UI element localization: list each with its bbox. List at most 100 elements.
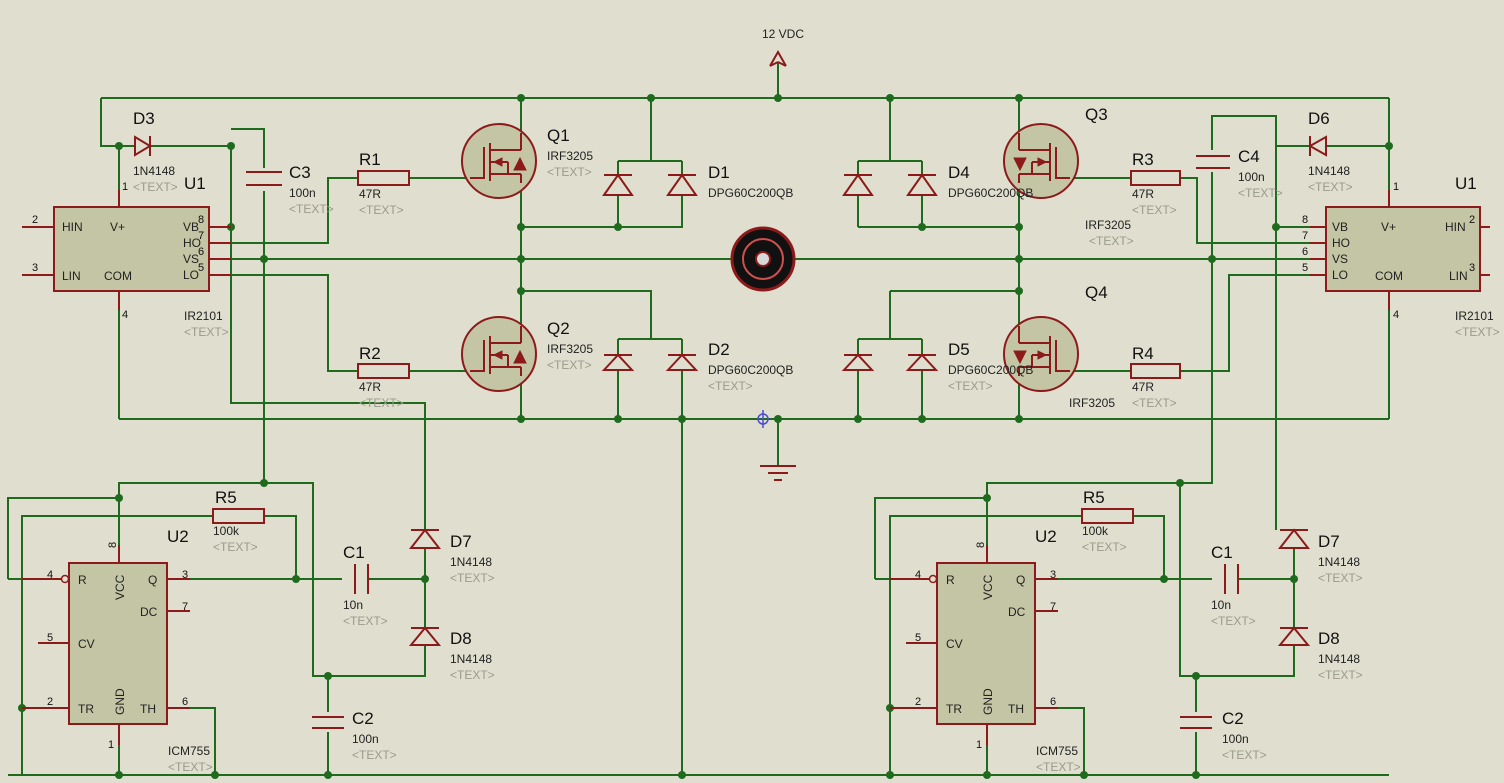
pin-number: 5 xyxy=(1302,262,1308,274)
text-placeholder: <TEXT> xyxy=(1082,540,1127,554)
diode-ref: D6 xyxy=(1308,109,1330,128)
mosfet-q2[interactable]: Q2 IRF3205 <TEXT> xyxy=(461,316,593,392)
chip-value: ICM755 xyxy=(1036,744,1078,758)
pin-number: 3 xyxy=(32,262,38,274)
capacitor-c4[interactable]: C4 100n <TEXT> xyxy=(1196,147,1283,200)
resistor-ref: R5 xyxy=(215,488,237,507)
capacitor-ref: C1 xyxy=(1211,543,1233,562)
probe-marker xyxy=(757,410,769,428)
resistor-r3[interactable]: R3 47R <TEXT> xyxy=(1130,150,1181,217)
pin-number: 6 xyxy=(198,246,204,258)
text-placeholder: <TEXT> xyxy=(1455,325,1500,339)
diode-value: DPG60C200QB xyxy=(708,363,793,377)
capacitor-c1-right[interactable]: C1 10n <TEXT> xyxy=(1211,543,1256,628)
resistor-value: 47R xyxy=(1132,380,1154,394)
pin-number: 8 xyxy=(107,542,119,548)
capacitor-c2-left[interactable]: C2 100n <TEXT> xyxy=(312,709,397,762)
diode-value: 1N4148 xyxy=(133,164,175,178)
capacitor-c2-right[interactable]: C2 100n <TEXT> xyxy=(1180,709,1267,762)
pin-number: 6 xyxy=(182,696,188,708)
text-placeholder: <TEXT> xyxy=(1089,234,1134,248)
text-placeholder: <TEXT> xyxy=(1036,760,1081,774)
resistor-r2[interactable]: R2 47R <TEXT> xyxy=(357,344,410,410)
text-placeholder: <TEXT> xyxy=(450,668,495,682)
pin-number: 6 xyxy=(1302,246,1308,258)
mosfet-q3[interactable]: Q3 IRF3205 <TEXT> xyxy=(1003,105,1134,248)
capacitor-c3[interactable]: C3 100n <TEXT> xyxy=(246,163,334,216)
diode-d7-left[interactable]: D7 1N4148 <TEXT> xyxy=(408,528,495,585)
diode-d4[interactable]: D4 DPG60C200QB xyxy=(842,163,1033,200)
diode-ref: D3 xyxy=(133,109,155,128)
chip-value: ICM755 xyxy=(168,744,210,758)
timer-u2-left[interactable]: U2 4 8 3 7 5 2 1 6 R VCC Q DC CV TR GND … xyxy=(22,527,213,774)
ground-symbol[interactable] xyxy=(760,465,796,481)
diode-d8-right[interactable]: D8 1N4148 <TEXT> xyxy=(1277,626,1363,682)
diode-d8-left[interactable]: D8 1N4148 <TEXT> xyxy=(408,626,495,682)
pin-label: TH xyxy=(140,702,156,716)
mosfet-q4[interactable]: Q4 IRF3205 xyxy=(1003,283,1115,410)
pin-label: LIN xyxy=(62,269,81,283)
text-placeholder: <TEXT> xyxy=(352,748,397,762)
capacitor-value: 100n xyxy=(289,186,316,200)
timer-u2-right[interactable]: U2 4 8 3 7 5 2 1 6 R VCC Q DC CV TR GND … xyxy=(890,527,1081,774)
chip-value: IR2101 xyxy=(1455,309,1494,323)
pin-label: CV xyxy=(946,637,963,651)
mosfet-value: IRF3205 xyxy=(547,342,593,356)
capacitor-value: 100n xyxy=(352,732,379,746)
diode-d1[interactable]: D1 DPG60C200QB xyxy=(602,163,793,200)
text-placeholder: <TEXT> xyxy=(948,379,993,393)
pin-number: 4 xyxy=(1393,309,1399,321)
capacitor-c1-left[interactable]: C1 10n <TEXT> xyxy=(343,543,388,628)
diode-d2[interactable]: D2 DPG60C200QB <TEXT> xyxy=(601,340,793,393)
motor[interactable] xyxy=(730,226,796,292)
resistor-r5-left[interactable]: R5 100k <TEXT> xyxy=(212,488,265,554)
driver-u1-right[interactable]: U1 2 3 1 4 8 7 6 5 HIN LIN V+ COM VB HO … xyxy=(1302,174,1500,339)
diode-d5[interactable]: D5 DPG60C200QB <TEXT> xyxy=(841,340,1033,393)
pin-number: 5 xyxy=(47,632,53,644)
chip-ref: U2 xyxy=(167,527,189,546)
pin-label: DC xyxy=(140,605,158,619)
resistor-r1[interactable]: R1 47R <TEXT> xyxy=(357,150,410,217)
pin-label: VB xyxy=(1332,220,1348,234)
pin-number: 3 xyxy=(182,569,188,581)
resistor-r5-right[interactable]: R5 100k <TEXT> xyxy=(1081,488,1134,554)
capacitor-ref: C2 xyxy=(1222,709,1244,728)
pin-label: VS xyxy=(1332,252,1348,266)
diode-d7-right[interactable]: D7 1N4148 <TEXT> xyxy=(1277,528,1363,585)
diode-d3[interactable]: D3 1N4148 <TEXT> xyxy=(133,109,178,194)
text-placeholder: <TEXT> xyxy=(184,325,229,339)
pin-label: GND xyxy=(981,688,995,715)
pin-label: TH xyxy=(1008,702,1024,716)
pin-label: TR xyxy=(946,702,962,716)
text-placeholder: <TEXT> xyxy=(1318,668,1363,682)
text-placeholder: <TEXT> xyxy=(708,379,753,393)
text-placeholder: <TEXT> xyxy=(343,614,388,628)
mosfet-ref: Q1 xyxy=(547,126,570,145)
pin-label: VCC xyxy=(981,574,995,600)
text-placeholder: <TEXT> xyxy=(1222,748,1267,762)
diode-value: 1N4148 xyxy=(450,652,492,666)
supply-terminal[interactable]: 12 VDC xyxy=(762,27,804,67)
pin-label: COM xyxy=(1375,269,1403,283)
capacitor-value: 100n xyxy=(1222,732,1249,746)
driver-u1-left[interactable]: U1 2 3 1 4 8 7 6 5 HIN LIN V+ COM VB HO … xyxy=(22,174,231,339)
resistor-r4[interactable]: R4 47R <TEXT> xyxy=(1130,344,1181,410)
pin-label: R xyxy=(78,573,87,587)
pin-number: 3 xyxy=(1050,569,1056,581)
mosfet-q1[interactable]: Q1 IRF3205 <TEXT> xyxy=(461,123,593,199)
resistor-ref: R2 xyxy=(359,344,381,363)
diode-d6[interactable]: D6 1N4148 <TEXT> xyxy=(1307,109,1353,194)
pin-label: V+ xyxy=(1381,220,1396,234)
pin-number: 1 xyxy=(976,739,982,751)
pin-label: VCC xyxy=(113,574,127,600)
supply-label: 12 VDC xyxy=(762,27,804,41)
pin-number: 8 xyxy=(198,214,204,226)
resistor-value: 47R xyxy=(359,187,381,201)
pin-number: 2 xyxy=(32,214,38,226)
resistor-ref: R3 xyxy=(1132,150,1154,169)
diode-value: 1N4148 xyxy=(1308,164,1350,178)
pin-number: 7 xyxy=(182,601,188,613)
text-placeholder: <TEXT> xyxy=(547,165,592,179)
mosfet-value: IRF3205 xyxy=(1085,218,1131,232)
